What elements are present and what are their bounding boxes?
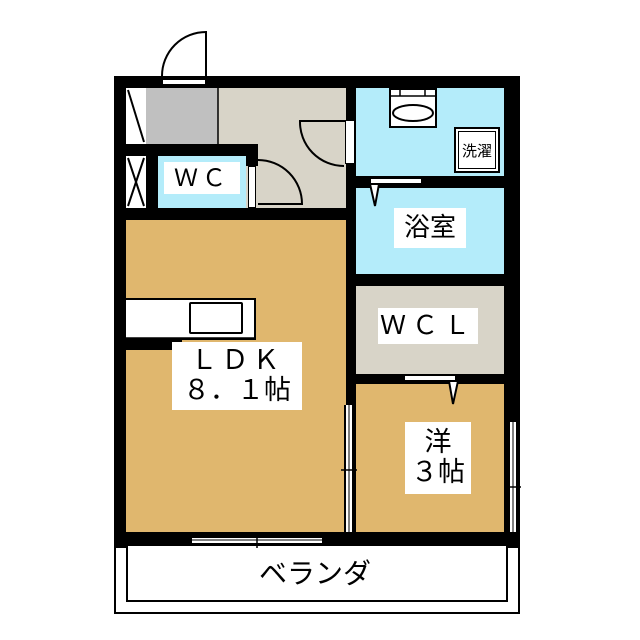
western-room-size: ３帖 [411, 457, 465, 488]
wall-hall-bottom [114, 208, 356, 220]
washbasin-bowl-icon [392, 104, 434, 122]
veranda-inner [126, 546, 508, 602]
wall-top [114, 76, 520, 88]
veranda-label: ベランダ [230, 554, 400, 594]
bath-name: 浴室 [403, 212, 456, 243]
washroom-door-opening[interactable] [345, 120, 355, 164]
wall-center-vertical [346, 76, 356, 546]
wall-left [114, 76, 126, 546]
western-room-name: 洋 [424, 427, 452, 459]
shoe-closet-diagonal-icon [127, 89, 145, 143]
western-room-label: 洋 ３帖 [405, 422, 471, 494]
laundry-pan: 洗濯 [454, 127, 500, 173]
western-door-marker-icon [447, 380, 460, 405]
laundry-label: 洗濯 [458, 131, 496, 169]
ldk-size: ８．１帖 [183, 375, 291, 406]
ldk-name: ＬＤＫ [190, 345, 284, 377]
veranda-name: ベランダ [258, 556, 371, 590]
wall-bath-wcl [346, 274, 520, 286]
entrance-door-opening[interactable] [162, 79, 206, 85]
bath-door-marker-icon [368, 183, 381, 207]
wcl-label: ＷＣＬ [378, 308, 478, 344]
wc-door-swing-icon [257, 159, 304, 205]
bath-door-opening[interactable] [370, 178, 422, 184]
ldk-label: ＬＤＫ ８．１帖 [172, 342, 302, 410]
wall-kitchen-stub [114, 340, 182, 350]
wcl-name: ＷＣＬ [379, 310, 476, 341]
western-door-opening[interactable] [404, 375, 456, 381]
kitchen-sink-icon [189, 302, 243, 334]
wall-wc-right [246, 144, 258, 166]
genkan-floor [146, 88, 218, 144]
washroom-door-swing-icon [298, 120, 346, 167]
wc-door-opening[interactable] [248, 166, 256, 208]
wc-name: ＷＣ [174, 163, 230, 192]
bath-label: 浴室 [394, 208, 466, 248]
wc-label: ＷＣ [164, 162, 240, 194]
entrance-door-swing-icon [161, 30, 207, 78]
wall-wc-left [146, 144, 158, 214]
